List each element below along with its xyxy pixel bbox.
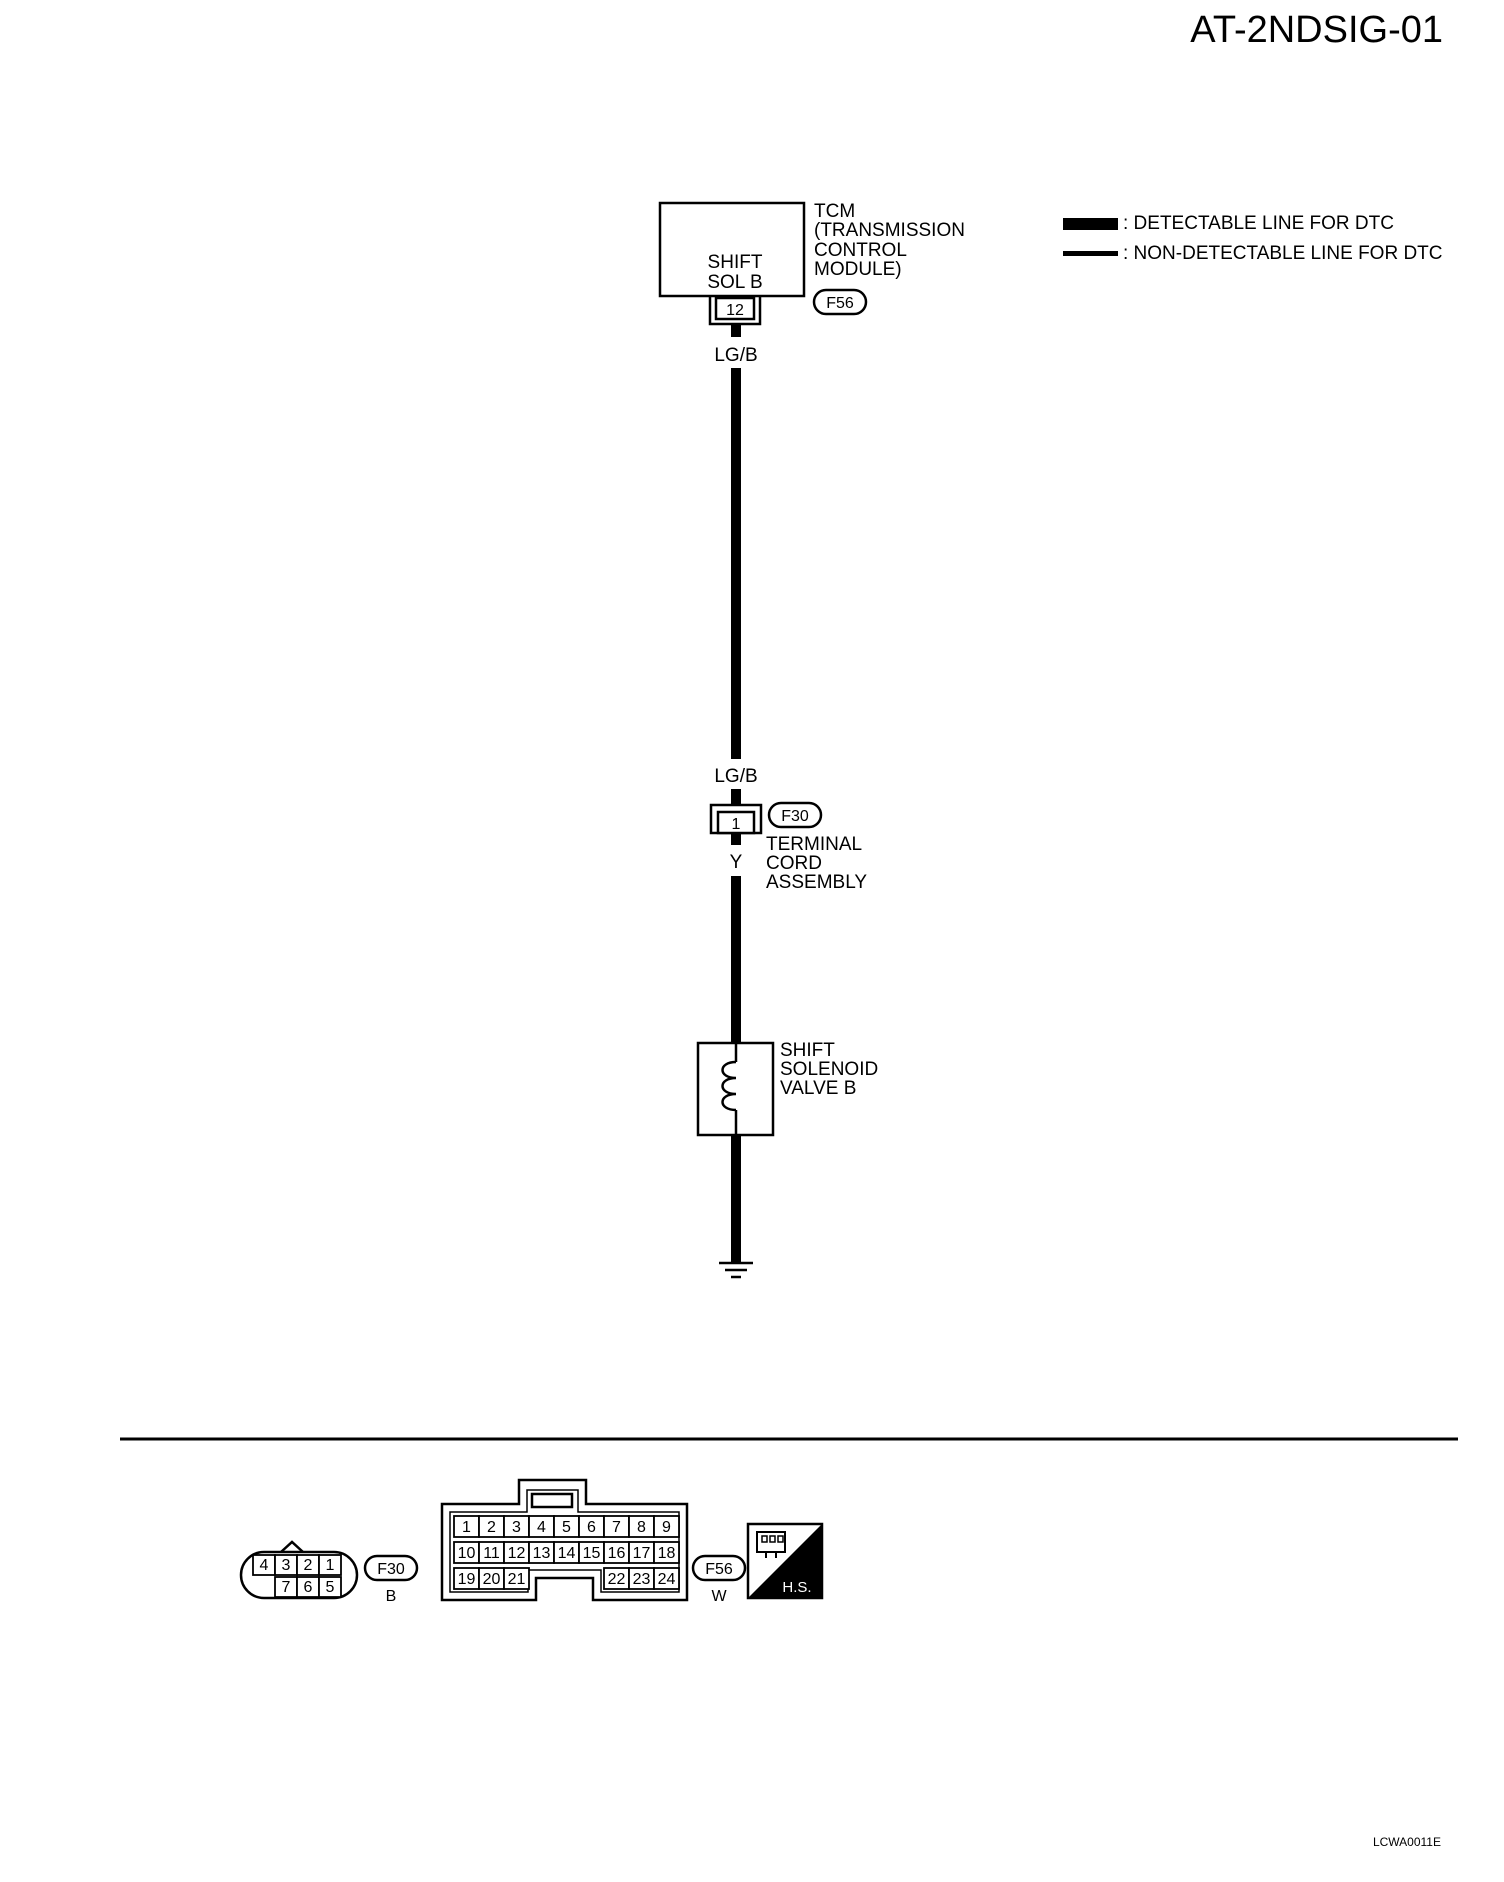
terminal-connector-badge <box>767 801 823 829</box>
tcm-name-line-2: (TRANSMISSION <box>814 220 965 241</box>
f30-pin-7: 7 <box>282 1579 291 1596</box>
ground-icon <box>719 1261 753 1279</box>
f56-pin-23: 23 <box>633 1571 651 1588</box>
f56-pin-16: 16 <box>608 1545 626 1562</box>
legend-thick-line <box>1063 218 1118 230</box>
f56-pin-2: 2 <box>487 1519 496 1536</box>
f30-pin-4: 4 <box>260 1557 269 1574</box>
f30-pin-3: 3 <box>282 1557 291 1574</box>
tcm-inner-line-1: SHIFT <box>708 252 763 273</box>
f30-badge <box>363 1554 419 1582</box>
tcm-connector-id: F56 <box>826 295 854 312</box>
tcm-inner-line-2: SOL B <box>707 272 762 293</box>
f56-pin-18: 18 <box>658 1545 676 1562</box>
hs-badge: H.S. <box>746 1522 824 1600</box>
f56-pin-6: 6 <box>587 1519 596 1536</box>
wire-stub-mid <box>731 789 741 804</box>
hs-badge-diagonal <box>748 1524 822 1598</box>
f30-latch <box>280 1540 304 1553</box>
f30-color: B <box>386 1588 397 1605</box>
wire-lower-thick <box>731 876 741 1043</box>
f56-pin-14: 14 <box>558 1545 576 1562</box>
tcm-module: SHIFT SOL B TCM (TRANSMISSION CONTROL MO… <box>658 201 965 326</box>
f56-pin-11: 11 <box>483 1545 500 1562</box>
wire-mid-color: LG/B <box>714 766 757 787</box>
f56-pin-24: 24 <box>658 1571 676 1588</box>
shift-solenoid-valve: SHIFT SOLENOID VALVE B <box>696 1040 878 1137</box>
f56-pin-13: 13 <box>533 1545 551 1562</box>
tcm-pin-number: 12 <box>726 302 744 319</box>
wire-stub-lower <box>731 833 741 845</box>
f56-pin-8: 8 <box>637 1519 646 1536</box>
tcm-name-line-1: TCM <box>814 201 855 222</box>
terminal-pin-bracket <box>709 803 763 835</box>
f56-cell-21 <box>503 1567 530 1590</box>
solenoid-name-line-3: VALVE B <box>780 1078 856 1099</box>
tcm-pin-box <box>714 296 756 321</box>
legend-detectable-label: : DETECTABLE LINE FOR DTC <box>1123 213 1394 234</box>
wire-bottom-color: Y <box>730 852 743 873</box>
f30-pin-2: 2 <box>304 1557 313 1574</box>
tcm-name-line-3: CONTROL <box>814 240 907 261</box>
hs-badge-label: H.S. <box>782 1579 811 1596</box>
f56-badge <box>691 1554 747 1582</box>
terminal-pin-number: 1 <box>732 816 741 833</box>
f56-pin-22: 22 <box>608 1571 626 1588</box>
f56-connector-id: F56 <box>705 1561 733 1578</box>
legend-non-detectable-label: : NON-DETECTABLE LINE FOR DTC <box>1123 243 1443 264</box>
terminal-name-line-1: TERMINAL <box>766 834 862 855</box>
tcm-box <box>658 201 806 298</box>
f30-cell-1 <box>318 1554 342 1576</box>
figure-code: LCWA0011E <box>1373 1835 1441 1849</box>
f56-pin-15: 15 <box>583 1545 601 1562</box>
page-title: AT-2NDSIG-01 <box>1190 9 1443 51</box>
f56-pin-17: 17 <box>633 1545 651 1562</box>
f56-cell-24 <box>653 1567 680 1590</box>
wire-ground-thick <box>731 1135 741 1262</box>
legend: : DETECTABLE LINE FOR DTC : NON-DETECTAB… <box>1063 213 1443 264</box>
f56-pin-19: 19 <box>458 1571 476 1588</box>
coil-icon <box>721 1060 737 1112</box>
f56-pin-7: 7 <box>612 1519 621 1536</box>
terminal-connector-id: F30 <box>781 808 809 825</box>
solenoid-name-line-1: SHIFT <box>780 1040 835 1061</box>
f30-connector-id: F30 <box>377 1561 405 1578</box>
terminal-name-line-3: ASSEMBLY <box>766 872 867 893</box>
f56-pin-20: 20 <box>483 1571 501 1588</box>
solenoid-name-line-2: SOLENOID <box>780 1059 878 1080</box>
f56-pin-12: 12 <box>508 1545 526 1562</box>
f30-cell-5 <box>318 1576 342 1598</box>
f56-pin-1: 1 <box>462 1519 471 1536</box>
f56-pin-4: 4 <box>537 1519 546 1536</box>
f56-latch <box>530 1492 574 1509</box>
f56-pin-9: 9 <box>662 1519 671 1536</box>
terminal-cord-assembly: 1 F30 TERMINAL CORD ASSEMBLY <box>709 801 867 893</box>
tcm-connector-badge <box>812 288 868 316</box>
f56-color: W <box>711 1588 727 1605</box>
wire-stub-top <box>731 324 741 337</box>
wire-top-color: LG/B <box>714 345 757 366</box>
connector-pictogram-icon <box>756 1531 786 1558</box>
f56-pin-3: 3 <box>512 1519 521 1536</box>
f56-pin-10: 10 <box>458 1545 476 1562</box>
f56-inner-outline <box>449 1489 680 1593</box>
f56-pin-5: 5 <box>562 1519 571 1536</box>
f30-pin-6: 6 <box>304 1579 313 1596</box>
terminal-name-line-2: CORD <box>766 853 822 874</box>
f56-pin-21: 21 <box>508 1571 526 1588</box>
legend-thin-line <box>1063 251 1118 256</box>
f30-pin-1: 1 <box>326 1557 335 1574</box>
tcm-name-line-4: MODULE) <box>814 259 902 280</box>
wire-main-thick <box>731 368 741 759</box>
f30-pin-5: 5 <box>326 1579 335 1596</box>
f56-cell-18 <box>653 1541 680 1564</box>
f56-cell-9 <box>653 1515 680 1538</box>
